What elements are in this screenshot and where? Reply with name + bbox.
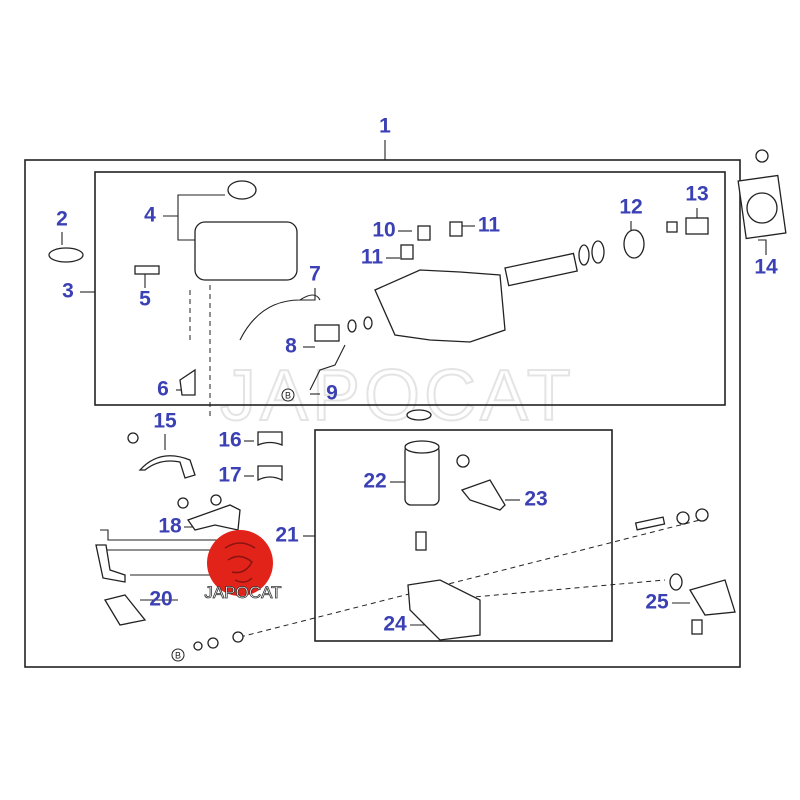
callout-20[interactable]: 20 xyxy=(149,588,172,611)
callout-15[interactable]: 15 xyxy=(153,410,177,433)
parts xyxy=(48,149,787,651)
callout-22[interactable]: 22 xyxy=(363,470,386,493)
callout-2[interactable]: 2 xyxy=(56,208,68,231)
callout-7[interactable]: 7 xyxy=(309,263,321,286)
callout-11[interactable]: 11 xyxy=(361,246,384,269)
watermark: JAPOCAT xyxy=(220,356,575,436)
callout-5[interactable]: 5 xyxy=(139,288,151,311)
callout-1[interactable]: 1 xyxy=(379,115,391,138)
callout-9[interactable]: 9 xyxy=(326,382,338,405)
callout-17[interactable]: 17 xyxy=(218,464,241,487)
callout-8[interactable]: 8 xyxy=(285,335,297,358)
callout-11[interactable]: 11 xyxy=(478,214,501,237)
callout-24[interactable]: 24 xyxy=(383,613,407,636)
upper-subassembly-frame xyxy=(94,171,726,406)
callout-21[interactable]: 21 xyxy=(275,524,299,547)
reference-marker-b: B xyxy=(281,388,295,402)
callout-14[interactable]: 14 xyxy=(754,256,778,279)
callout-23[interactable]: 23 xyxy=(524,488,547,511)
svg-text:B: B xyxy=(285,390,291,400)
callout-18[interactable]: 18 xyxy=(158,515,182,538)
dashed-line xyxy=(439,579,666,601)
dashed-line xyxy=(189,285,211,420)
callout-4[interactable]: 4 xyxy=(144,204,156,227)
callout-25[interactable]: 25 xyxy=(645,591,669,614)
reference-marker-b: B xyxy=(171,648,185,662)
callout-12[interactable]: 12 xyxy=(619,196,642,219)
svg-text:B: B xyxy=(175,650,181,660)
callout-13[interactable]: 13 xyxy=(685,183,708,206)
callout-labels: 1 2 3 4 5 6 7 8 9 10 11 11 12 13 14 15 1… xyxy=(56,115,778,636)
callout-10[interactable]: 10 xyxy=(372,219,395,242)
callout-3[interactable]: 3 xyxy=(62,280,74,303)
callout-6[interactable]: 6 xyxy=(157,378,169,401)
svg-text:JAPOCAT: JAPOCAT xyxy=(204,583,281,602)
dashed-line xyxy=(239,519,701,638)
callout-16[interactable]: 16 xyxy=(218,429,241,452)
japocat-logo: JAPOCAT xyxy=(204,530,282,602)
assembly-frame xyxy=(24,159,741,668)
